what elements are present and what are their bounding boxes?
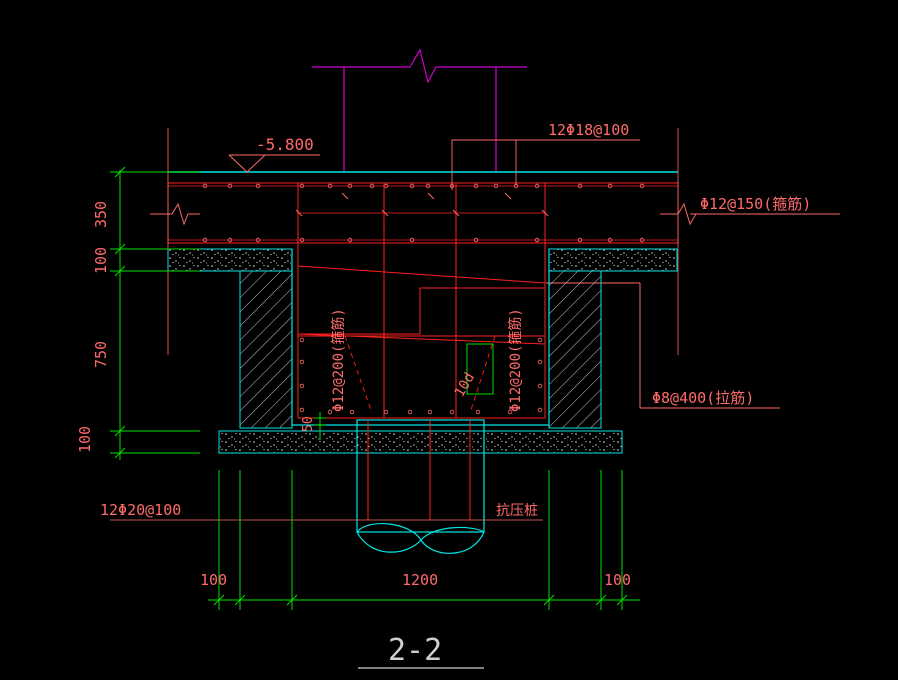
top-rebar-dots — [202, 183, 645, 243]
column-outline — [312, 48, 527, 172]
cap-rebar-dots — [299, 337, 543, 415]
dim-350: 350 — [92, 201, 110, 228]
bar-ticks — [295, 192, 549, 217]
dim-100-left: 100 — [200, 571, 227, 589]
top-slab — [150, 128, 710, 355]
dim-100-top: 100 — [92, 247, 110, 274]
dim-100-bottom: 100 — [76, 426, 94, 453]
top-rebar-label: 12Φ18@100 — [548, 121, 629, 139]
dim-50: 50 — [301, 416, 316, 432]
dim-750: 750 — [92, 341, 110, 368]
pile — [110, 419, 543, 554]
tie-bar-label: Φ8@400(拉筋) — [652, 389, 754, 407]
dim-100-right: 100 — [604, 571, 631, 589]
dimension-lines — [110, 166, 640, 610]
cap-reinforcement — [297, 183, 641, 419]
stirrup-label: Φ12@150(箍筋) — [700, 195, 811, 213]
anchor-marker — [466, 343, 494, 395]
bottom-rebar-label: 12Φ20@100 — [100, 501, 181, 519]
side-rebar-left-label: Φ12@200(箍筋) — [330, 308, 347, 412]
side-rebar-right-label: Φ12@200(箍筋) — [507, 308, 524, 412]
elevation-label: -5.800 — [256, 135, 314, 154]
dim-1200: 1200 — [402, 571, 438, 589]
pile-label: 抗压桩 — [496, 502, 538, 519]
leader-lines — [451, 139, 840, 409]
brick-walls — [239, 249, 602, 429]
elevation-marker — [228, 154, 320, 173]
diagonal-bars — [344, 335, 496, 414]
section-title: 2-2 — [388, 633, 442, 668]
